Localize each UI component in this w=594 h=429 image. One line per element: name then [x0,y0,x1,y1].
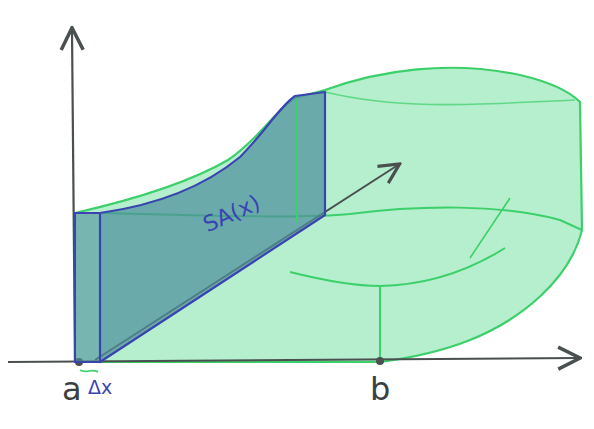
point-label: b [370,372,390,407]
solid-edge [470,198,510,258]
dx-tick [80,370,98,372]
cross-section-slice: SA(x) [70,85,332,367]
slice-thickness [75,213,100,362]
width-label: Δx [88,377,112,398]
point-b [376,357,384,365]
solid-edge [379,286,381,360]
slice-face [100,92,325,362]
point-label: a [62,372,82,407]
slice-outline [70,85,332,367]
solid-inner-edge [325,92,575,105]
solid-body [75,68,582,362]
slice-edge [296,100,298,222]
